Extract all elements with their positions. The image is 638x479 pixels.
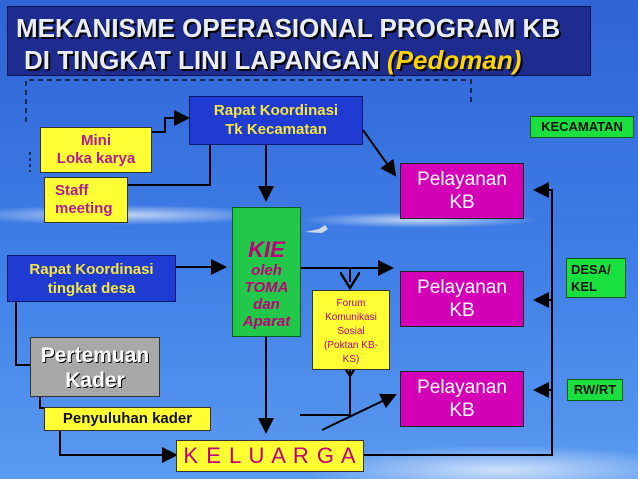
staff-meeting-box: Staff meeting (44, 177, 128, 223)
keluarga-box: K E L U A R G A (176, 440, 364, 472)
rapat-desa-line2: tingkat desa (47, 280, 136, 297)
mini-loka-line1: Mini (81, 132, 111, 149)
desa-kel-tag: DESA/ KEL (566, 258, 626, 298)
pertemuan-kader-line2: Kader (65, 369, 125, 392)
title-line2: DI TINGKAT LINI LAPANGAN (Pedoman) (24, 45, 521, 76)
kie-line5: Aparat (242, 313, 291, 330)
desa-label: DESA/ (571, 262, 611, 277)
forum-line4: (Poktan KB- (324, 340, 378, 351)
forum-line5: KS) (342, 354, 360, 365)
title-line2-main: DI TINGKAT LINI LAPANGAN (24, 45, 380, 75)
forum-line3: Sosial (337, 326, 365, 337)
forum-line1: Forum (336, 298, 366, 309)
kie-line2: oleh (251, 262, 282, 279)
title-line2-italic: (Pedoman) (387, 45, 522, 75)
rapat-koordinasi-kecamatan-box: Rapat Koordinasi Tk Kecamatan (189, 96, 363, 145)
pelayanan-kb-box: Pelayanan KB (400, 163, 524, 219)
forum-komunikasi-box: Forum Komunikasi Sosial (Poktan KB- KS) (312, 290, 390, 370)
kecamatan-label: KECAMATAN (541, 119, 623, 134)
penyuluhan-kader-label: Penyuluhan kader (62, 410, 193, 427)
rapat-kec-line1: Rapat Koordinasi (213, 102, 339, 119)
kie-title: KIE (248, 237, 285, 262)
rapat-desa-line1: Rapat Koordinasi (29, 261, 154, 278)
pelayanan-label: Pelayanan (417, 169, 507, 190)
kecamatan-tag: KECAMATAN (530, 116, 634, 138)
mini-loka-line2: Loka karya (56, 150, 136, 167)
pertemuan-kader-line1: Pertemuan (40, 344, 150, 367)
kb-label: KB (449, 400, 475, 421)
kb-label: KB (449, 300, 475, 321)
rwrt-tag: RW/RT (567, 379, 623, 401)
kie-line4: dan (253, 296, 280, 313)
pelayanan-kb-box: Pelayanan KB (400, 371, 524, 427)
kie-box: KIE oleh TOMA dan Aparat (232, 207, 301, 337)
penyuluhan-kader-box: Penyuluhan kader (44, 407, 211, 431)
rwrt-label: RW/RT (573, 382, 617, 397)
staff-meeting-line1: Staff (55, 182, 89, 199)
keluarga-label: K E L U A R G A (183, 443, 357, 468)
staff-meeting-line2: meeting (55, 200, 113, 217)
kie-line3: TOMA (244, 279, 289, 296)
rapat-kec-line2: Tk Kecamatan (225, 121, 327, 138)
pertemuan-kader-box: Pertemuan Kader (30, 337, 160, 397)
airplane-icon (305, 225, 328, 233)
mini-lokakarya-box: Mini Loka karya (40, 127, 152, 173)
pelayanan-kb-box: Pelayanan KB (400, 271, 524, 327)
kb-label: KB (449, 192, 475, 213)
rapat-koordinasi-desa-box: Rapat Koordinasi tingkat desa (7, 255, 176, 302)
title-line1: MEKANISME OPERASIONAL PROGRAM KB (16, 13, 561, 43)
pelayanan-label: Pelayanan (417, 277, 507, 298)
kel-label: KEL (571, 279, 597, 294)
slide-title: MEKANISME OPERASIONAL PROGRAM KB DI TING… (7, 6, 591, 76)
pelayanan-label: Pelayanan (417, 377, 507, 398)
forum-line2: Komunikasi (325, 312, 377, 323)
